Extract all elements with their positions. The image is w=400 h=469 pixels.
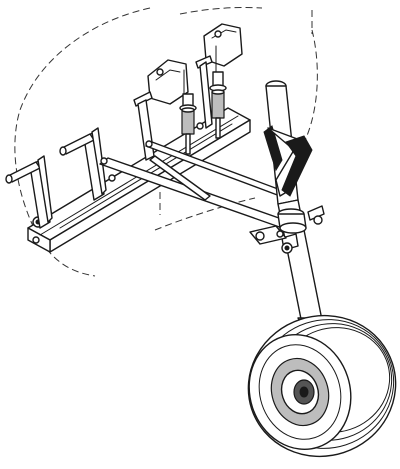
nose-wheel	[247, 314, 397, 458]
rudder-pedal-left-inner	[59, 127, 107, 201]
nose-gear-strut	[265, 80, 325, 335]
rudder-pedal-right-inner	[195, 23, 243, 129]
brake-master-cylinder-left	[179, 69, 197, 155]
rudder-pedal-left	[5, 155, 53, 229]
steering-bungee	[263, 125, 313, 197]
rod-end-pivot	[249, 225, 287, 245]
brake-master-cylinder-right	[209, 45, 227, 139]
cross-tube	[149, 155, 211, 201]
